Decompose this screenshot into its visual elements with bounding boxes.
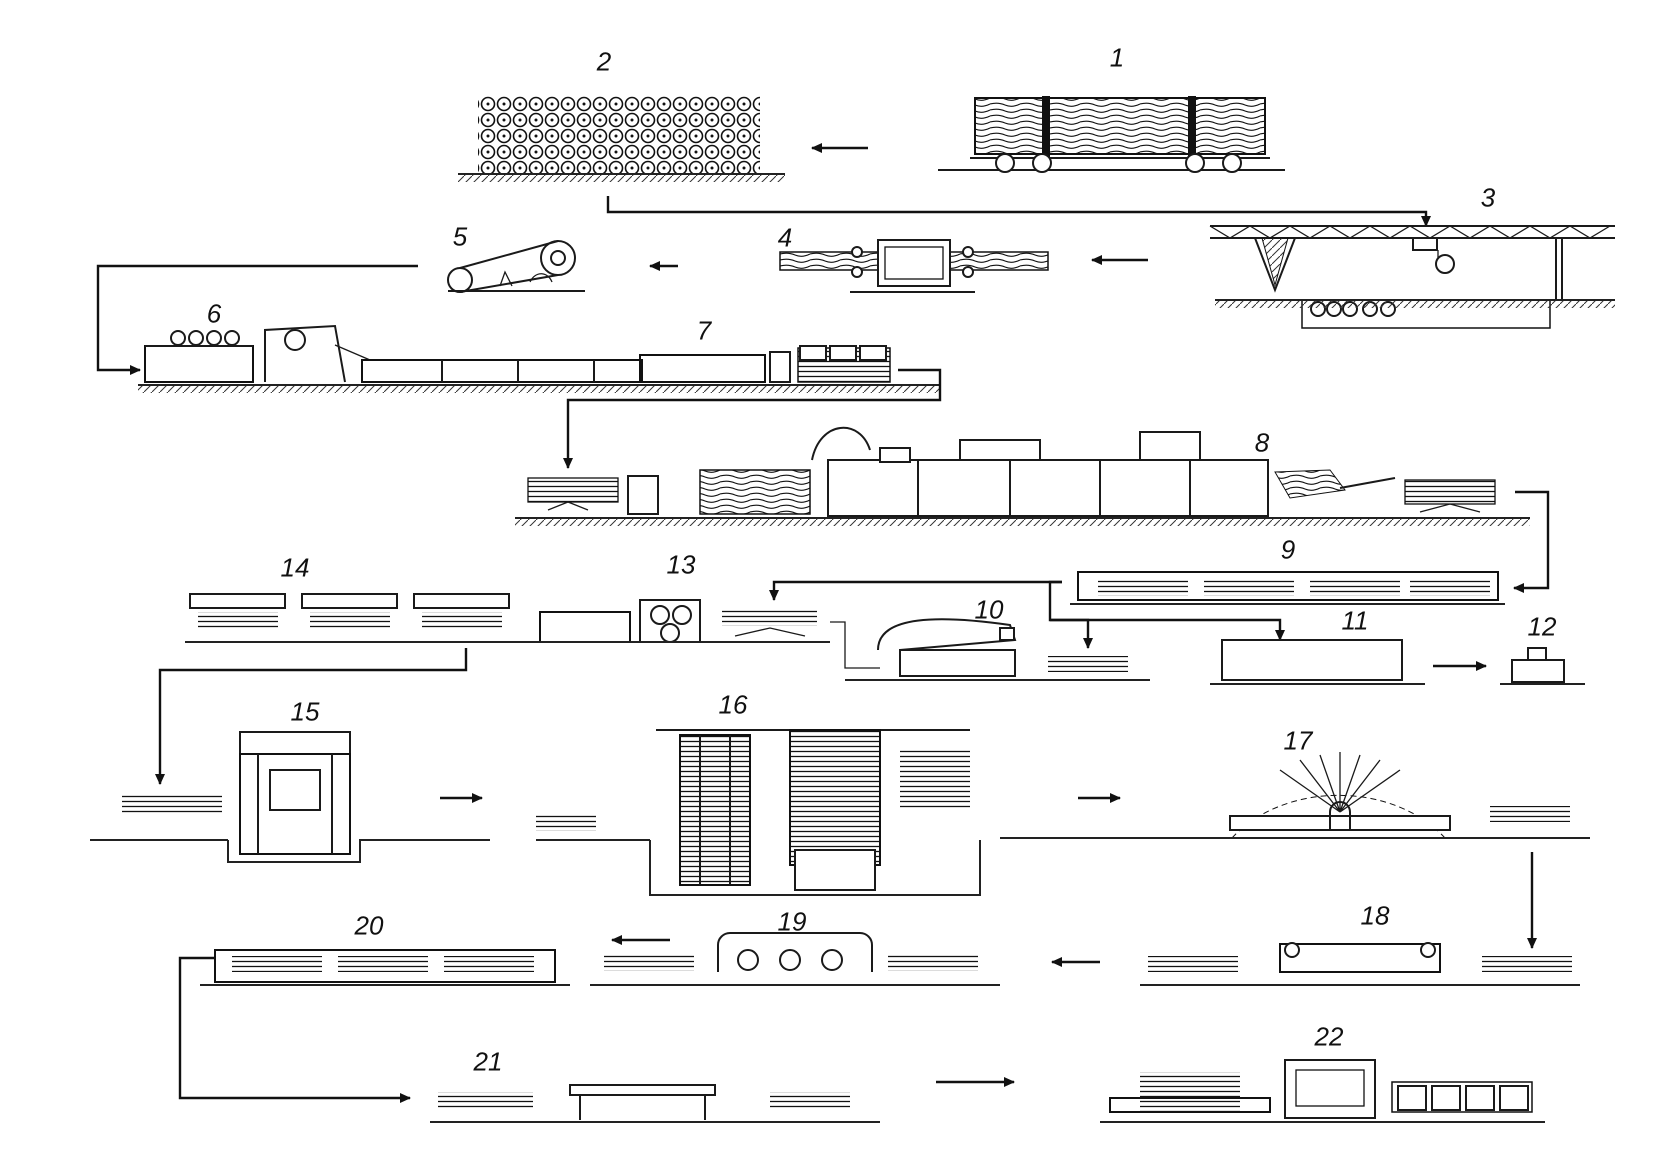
cold-prepress: [90, 731, 490, 863]
stage-label-16: 16: [718, 689, 748, 720]
stage-label-14: 14: [280, 552, 310, 583]
press-output-stack: [1490, 806, 1570, 822]
trimming-saws: [1140, 942, 1580, 986]
stage-label-18: 18: [1360, 900, 1390, 931]
log-wagon: [938, 96, 1285, 173]
stage-label-9: 9: [1280, 534, 1296, 565]
stage-label-2: 2: [596, 46, 612, 77]
gantry-crane: [1209, 225, 1615, 329]
sorting-table: [1070, 571, 1505, 605]
stage-label-12: 12: [1527, 611, 1557, 642]
hot-press: [536, 729, 981, 896]
finished-stacks: [200, 949, 570, 986]
cooling-turner: [1000, 752, 1590, 839]
stage-label-19: 19: [777, 906, 807, 937]
stage-label-22: 22: [1314, 1021, 1344, 1052]
stage-label-6: 6: [206, 298, 222, 329]
stage-label-13: 13: [666, 549, 696, 580]
stage-label-7: 7: [696, 315, 712, 346]
patching-table: [1210, 639, 1425, 685]
stage-label-21: 21: [473, 1046, 503, 1077]
stage-label-17: 17: [1283, 725, 1313, 756]
veneer-dryer: [515, 426, 1530, 526]
stage-label-5: 5: [452, 221, 468, 252]
sanding-machine: [590, 932, 1000, 986]
peeling-lathe: [447, 240, 585, 293]
stage-label-3: 3: [1480, 182, 1496, 213]
assembly-stations: [185, 593, 830, 643]
rounding-and-clipping-line: [138, 324, 940, 393]
log-pile: [458, 96, 785, 182]
composer-machine: [1500, 647, 1585, 685]
stage-label-1: 1: [1109, 42, 1125, 73]
stage-label-11: 11: [1341, 605, 1369, 636]
stage-label-10: 10: [974, 594, 1004, 625]
debarker: [779, 239, 1049, 293]
inspection-table: [430, 1084, 880, 1123]
glue-spreader: [539, 599, 817, 643]
guillotine-shears: [830, 618, 1150, 681]
stage-label-20: 20: [354, 910, 384, 941]
stage-label-15: 15: [290, 696, 320, 727]
stage-label-4: 4: [777, 222, 793, 253]
stage-label-8: 8: [1254, 427, 1270, 458]
packing-press: [1100, 1059, 1545, 1123]
